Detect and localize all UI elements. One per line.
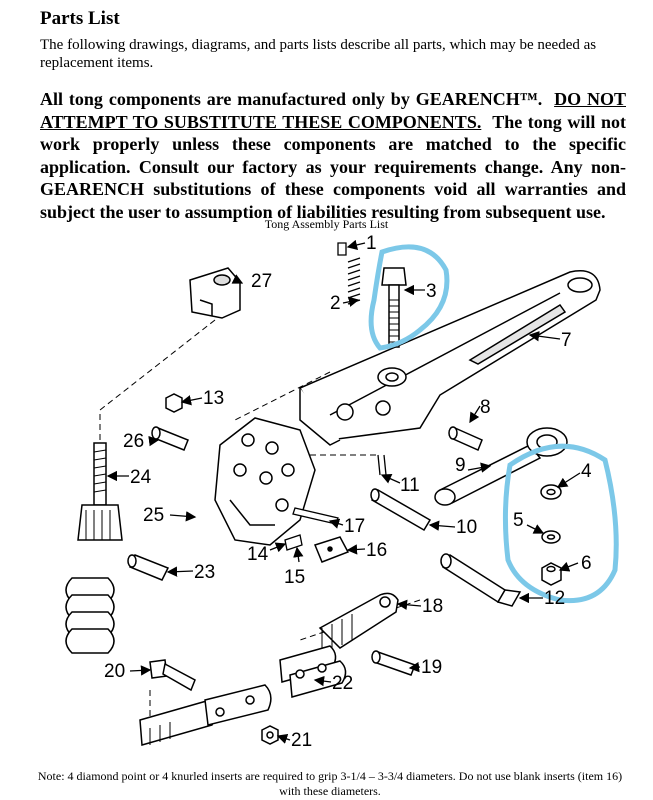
washer-part (540, 484, 562, 500)
hinge-pin-part (371, 650, 416, 676)
callout-6: 6 (581, 553, 592, 574)
highlight-outlines (368, 244, 619, 604)
callout-26: 26 (123, 431, 144, 452)
lock-washer-part (541, 530, 561, 544)
lower-chain-part (139, 684, 272, 746)
warning-text-1: All tong components are manufactured onl… (40, 89, 543, 109)
callout-11: 11 (400, 475, 420, 496)
set-screw-part (284, 534, 303, 551)
hinge-nut-part (261, 725, 279, 745)
leader-lines (106, 239, 581, 744)
callout-7: 7 (561, 330, 572, 351)
cotter-part (377, 454, 387, 476)
callout-4: 4 (581, 461, 592, 482)
callout-27: 27 (251, 271, 272, 292)
jaw-plate-part (214, 417, 316, 546)
callout-14: 14 (247, 544, 269, 565)
callout-12: 12 (544, 588, 565, 609)
callout-2: 2 (330, 293, 341, 314)
callout-19: 19 (421, 657, 442, 678)
warning-text-2: The tong will not work properly unless t… (40, 111, 626, 222)
bolt-part (381, 267, 407, 348)
chain-plates-part (65, 577, 115, 654)
long-shaft-part (440, 553, 522, 607)
callout-22: 22 (332, 673, 353, 694)
warning-paragraph: All tong components are manufactured onl… (40, 88, 626, 223)
hex-nut-part (541, 562, 562, 586)
callout-9: 9 (455, 455, 466, 476)
callout-25: 25 (143, 505, 164, 526)
diagram-caption: Tong Assembly Parts List (264, 217, 389, 231)
callout-23: 23 (194, 562, 215, 583)
page-title: Parts List (40, 8, 120, 29)
callout-1: 1 (366, 233, 377, 254)
callout-18: 18 (422, 596, 443, 617)
guide-pin-part (127, 554, 170, 581)
callout-15: 15 (284, 567, 305, 588)
small-pin-part (448, 426, 483, 452)
callout-8: 8 (480, 397, 491, 418)
intro-paragraph: The following drawings, diagrams, and pa… (40, 37, 597, 71)
callout-10: 10 (456, 517, 477, 538)
jaw-link-part (318, 592, 399, 650)
shaft-part (370, 488, 432, 532)
nut-part (165, 393, 183, 413)
rod-end-part (77, 442, 123, 541)
block-part (189, 267, 241, 319)
callout-5: 5 (513, 510, 524, 531)
spring-part (337, 242, 361, 305)
callout-20: 20 (104, 661, 125, 682)
warning-underlined: DO NOT ATTEMPT TO SUBSTITUTE THESE COMPO… (40, 89, 626, 132)
hinge-bolt-part (149, 659, 196, 692)
callout-21: 21 (291, 730, 312, 751)
callout-16: 16 (366, 540, 387, 561)
callout-17: 17 (344, 516, 365, 537)
callout-3: 3 (426, 281, 437, 302)
callout-labels: 1 2 3 4 5 6 7 8 9 10 11 12 13 14 15 16 1… (104, 233, 592, 751)
insert-part (313, 536, 350, 563)
tong-assembly-diagram: 1 2 3 4 5 6 7 8 9 10 11 12 13 14 15 16 1… (65, 233, 619, 751)
footnote: Note: 4 diamond point or 4 knurled inser… (37, 769, 623, 798)
callout-13: 13 (203, 388, 224, 409)
callout-24: 24 (130, 467, 152, 488)
pin-part (151, 426, 189, 451)
tong-arm-part (298, 270, 601, 446)
